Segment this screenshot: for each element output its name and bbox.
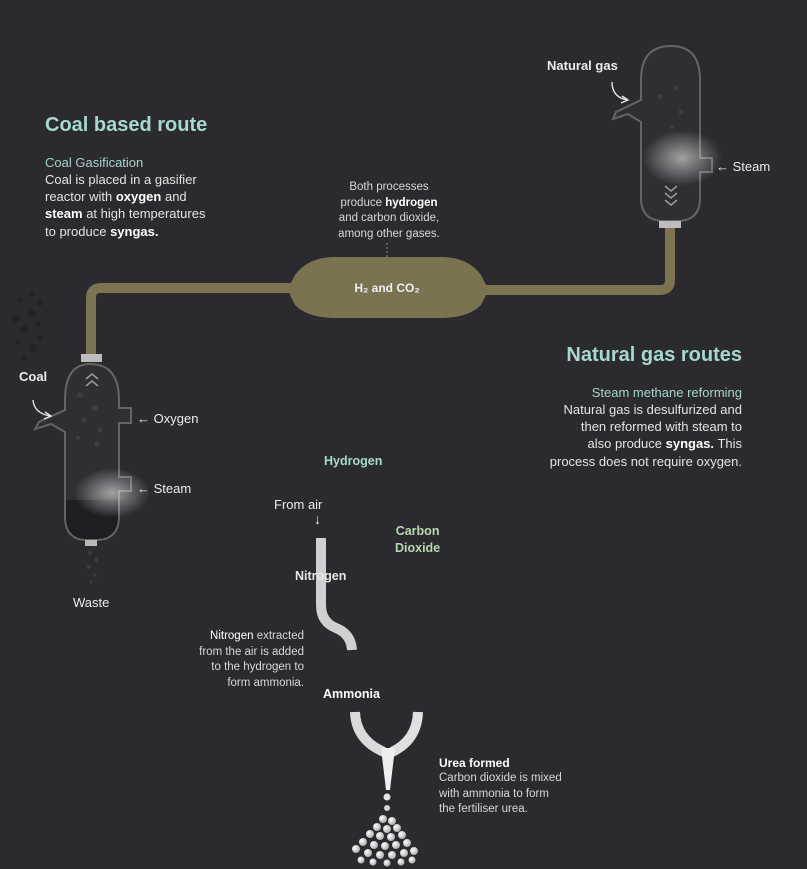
gas-description-line: then reformed with steam to xyxy=(580,419,742,435)
urea-pellets xyxy=(352,815,418,867)
oxygen-emphasis: oxygen xyxy=(115,189,162,205)
natural-gas-input-arrow-icon xyxy=(620,95,630,104)
hydrogen-emphasis: hydrogen xyxy=(385,196,438,209)
annotation-line: and carbon dioxide, xyxy=(338,212,440,225)
steam-label-text: Steam xyxy=(153,481,192,496)
gas-description-line: also produce syngas. This xyxy=(550,435,742,452)
nitrogen-stream-label: Nitrogen xyxy=(295,569,347,583)
gas-description-line: Natural gas is desulfurized and xyxy=(563,402,743,418)
nitrogen-note-line: form ammonia. xyxy=(227,676,304,689)
natural-gas-input-arrow-icon xyxy=(611,81,628,101)
urea-drop xyxy=(384,805,390,811)
left-arrow-icon: ← xyxy=(716,159,729,174)
coal-description-line: steam at high temperatures xyxy=(45,205,205,222)
coal-description-text: at high temperatures xyxy=(86,206,206,222)
down-arrow-icon: ↓ xyxy=(314,511,321,527)
oxygen-input-label: ← Oxygen xyxy=(137,410,198,427)
annotation-line: Both processes xyxy=(349,181,429,193)
coal-description-text: and xyxy=(164,189,187,205)
processes-annotation: Both processes produce hydrogen and carb… xyxy=(322,180,456,242)
coal-description-text: reactor with xyxy=(45,189,113,205)
co2-merge-stream xyxy=(389,711,423,757)
steam-emphasis: steam xyxy=(45,206,83,222)
chamber-label: H₂ and CO₂ xyxy=(354,281,420,295)
coal-route-description: Coal Gasification Coal is placed in a ga… xyxy=(45,154,205,240)
coal-route-subheading: Coal Gasification xyxy=(45,155,144,170)
natural-gas-reformer xyxy=(611,44,722,228)
nitrogen-note-line: from the air is added xyxy=(199,645,304,658)
nitrogen-note-line: Nitrogen extracted xyxy=(199,629,304,645)
coal-gasifier xyxy=(32,354,150,546)
urea-spout xyxy=(381,748,395,790)
gas-syngas-pipe xyxy=(472,228,675,295)
annotation-line: produce hydrogen xyxy=(322,196,456,212)
left-arrow-icon: ← xyxy=(137,481,150,496)
nitrogen-annotation: Nitrogen extracted from the air is added… xyxy=(199,629,304,691)
urea-note-line: the fertiliser urea. xyxy=(439,803,528,816)
from-air-label: From air xyxy=(274,497,323,512)
annotation-text: produce xyxy=(340,196,382,209)
gas-route-description: Steam methane reforming Natural gas is d… xyxy=(550,384,742,470)
syngas-emphasis: syngas. xyxy=(665,436,715,452)
coal-steam-input-label: ← Steam xyxy=(137,480,191,497)
annotation-line: among other gases. xyxy=(338,227,440,240)
coal-input-arrow-icon xyxy=(43,411,53,420)
waste-particles xyxy=(87,551,98,584)
urea-note-line: Carbon dioxide is mixed xyxy=(439,772,562,785)
gas-description-text: also produce xyxy=(587,436,662,452)
hydrogen-stream-label: Hydrogen xyxy=(324,454,383,468)
coal-description-line: reactor with oxygen and xyxy=(45,188,205,205)
urea-annotation: Urea formed Carbon dioxide is mixed with… xyxy=(439,755,562,818)
coal-input-arrow-icon xyxy=(32,399,51,417)
carbon-label-line: Dioxide xyxy=(395,540,441,555)
nitrogen-note-text: extracted xyxy=(256,630,304,642)
left-arrow-icon: ← xyxy=(137,411,150,426)
gas-description-text: This xyxy=(717,436,742,452)
gas-steam-input-label: ← Steam xyxy=(716,158,770,175)
syngas-emphasis: syngas. xyxy=(110,223,159,239)
coal-particles xyxy=(12,291,43,361)
urea-note-line: with ammonia to form xyxy=(439,787,549,800)
coal-description-line: Coal is placed in a gasifier xyxy=(45,172,197,188)
gas-description-line: process does not require oxygen. xyxy=(549,453,742,469)
nitrogen-emphasis: Nitrogen xyxy=(210,630,254,642)
gas-route-subheading: Steam methane reforming xyxy=(591,385,742,400)
urea-title: Urea formed xyxy=(439,756,510,770)
gas-route-heading: Natural gas routes xyxy=(566,344,742,366)
ammonia-merge-stream xyxy=(350,711,387,757)
nitrogen-stream xyxy=(316,538,357,651)
coal-description-text: to produce xyxy=(45,223,107,239)
syngas-chamber xyxy=(289,257,487,318)
coal-input-label: Coal xyxy=(19,369,48,384)
coal-syngas-pipe xyxy=(86,283,305,356)
nitrogen-note-line: to the hydrogen to xyxy=(211,661,304,674)
ammonia-stream-label: Ammonia xyxy=(323,687,380,701)
coal-route-heading: Coal based route xyxy=(45,114,208,136)
oxygen-label-text: Oxygen xyxy=(153,411,199,426)
steam-label-text: Steam xyxy=(732,159,771,174)
coal-description-line: to produce syngas. xyxy=(45,223,205,240)
urea-drop xyxy=(383,793,391,801)
carbon-label-line: Carbon xyxy=(395,524,440,538)
waste-output-label: Waste xyxy=(73,595,110,610)
natural-gas-input-label: Natural gas xyxy=(547,58,618,73)
carbon-dioxide-stream-label: Carbon Dioxide xyxy=(395,523,440,557)
